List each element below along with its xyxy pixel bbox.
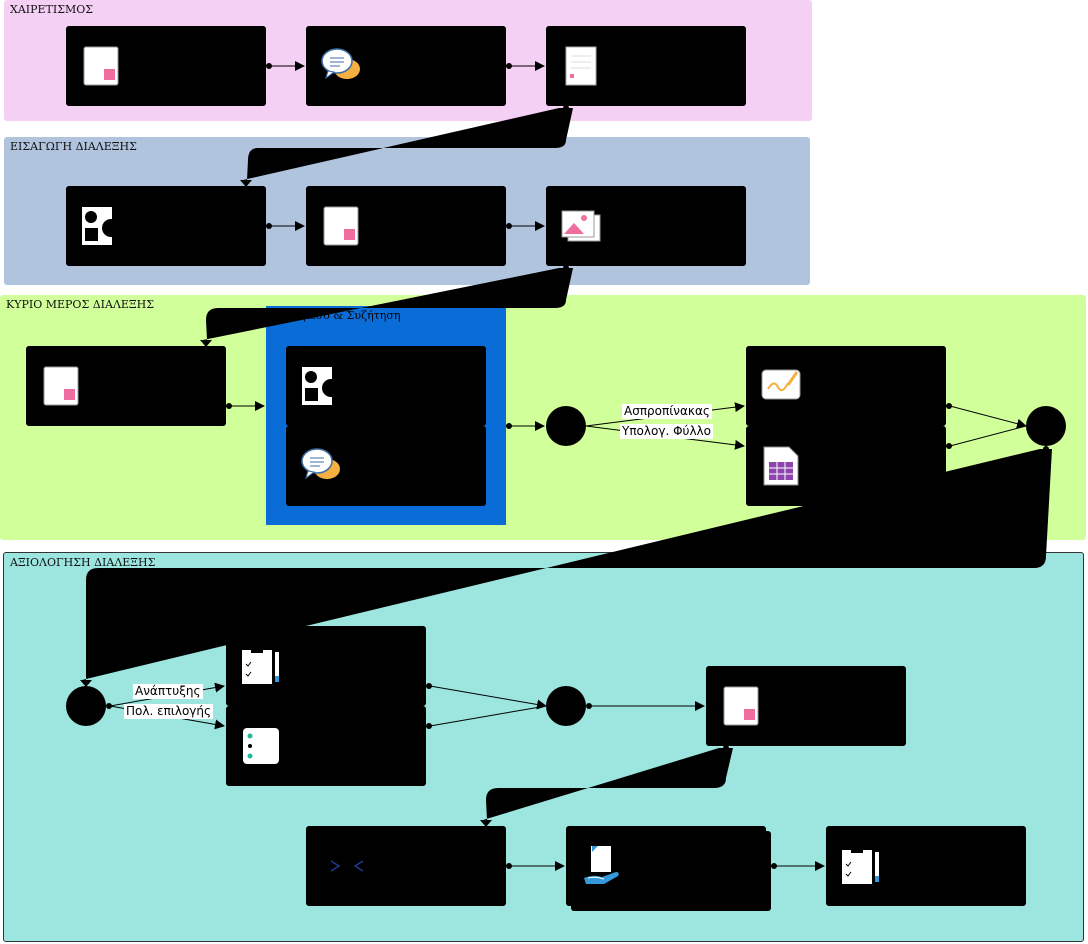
connector [949, 425, 1027, 447]
spreadsheet-icon [763, 446, 799, 486]
shapes-icon [82, 207, 120, 245]
lane-connector [243, 108, 573, 180]
page-icon [323, 206, 359, 246]
lane-connector [483, 748, 733, 820]
lane-connector [203, 268, 573, 340]
connector [949, 405, 1027, 429]
development-branch-label: Ανάπτυξης [133, 684, 203, 699]
connector [429, 685, 547, 710]
split-gateway-main[interactable] [546, 406, 586, 446]
lane-title: ΚΥΡΙΟ ΜΕΡΟΣ ΔΙΑΛΕΞΗΣ [6, 298, 155, 311]
checklist-pencil-icon [242, 647, 279, 684]
lane-title: ΑΞΙΟΛΟΓΗΣΗ ΔΙΑΛΕΞΗΣ [10, 556, 156, 569]
page-icon [723, 686, 759, 726]
spreadsheet-branch-label: Υπολογ. Φύλλο [620, 424, 714, 439]
chat-bubbles-icon [321, 48, 360, 80]
chat-bubbles-icon [301, 448, 340, 480]
multiple-choice-branch-label: Πολ. επιλογής [124, 704, 214, 719]
join-gateway-main[interactable] [1026, 406, 1066, 446]
lane-connector [82, 449, 1052, 680]
lane-title: ΧΑΙΡΕΤΙΣΜΟΣ [10, 3, 94, 16]
checklist-pencil-icon [842, 847, 879, 884]
page-icon [43, 366, 79, 406]
split-gateway-evaluation[interactable] [66, 686, 106, 726]
lane-title: ΕΙΣΑΓΩΓΗ ΔΙΑΛΕΞΗΣ [10, 140, 137, 153]
document-icon [565, 46, 597, 86]
image-icon [561, 210, 601, 242]
code-icon [330, 860, 364, 872]
whiteboard-branch-label: Ασπροπίνακας [622, 404, 712, 419]
list-icon [243, 728, 279, 764]
connector [429, 705, 547, 727]
hand-document-icon [584, 846, 619, 884]
join-gateway-evaluation[interactable] [546, 686, 586, 726]
whiteboard-icon [761, 369, 801, 400]
shapes-icon [302, 367, 340, 405]
page-icon [83, 46, 119, 86]
